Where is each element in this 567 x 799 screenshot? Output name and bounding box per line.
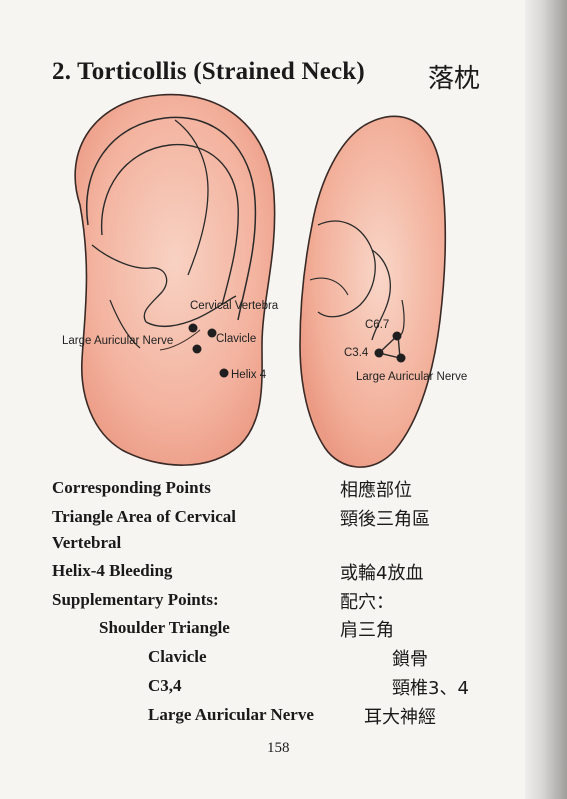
point-en-triangle-area: Triangle Area of Cervical <box>52 507 236 526</box>
right-ear-back-view <box>299 115 447 468</box>
page-number: 158 <box>267 740 290 756</box>
point-en-shoulder-triangle: Shoulder Triangle <box>99 618 230 637</box>
large-auricular-nerve-point-right <box>396 353 406 363</box>
page-title: 2. Torticollis (Strained Neck) <box>52 58 365 85</box>
label-cervical-vertebra: Cervical Vertebra <box>190 300 279 312</box>
point-en-large-auricular-nerve: Large Auricular Nerve <box>148 705 314 724</box>
c34-point <box>374 348 384 358</box>
point-cn-supplementary: 配穴： <box>340 592 394 613</box>
c67-point <box>392 331 402 341</box>
helix-4-point <box>219 368 229 378</box>
point-cn-clavicle: 鎖骨 <box>392 649 428 670</box>
point-en-c34: C3,4 <box>148 676 182 695</box>
label-clavicle: Clavicle <box>216 333 256 345</box>
point-cn-c34: 頸椎3、4 <box>392 678 469 699</box>
point-cn-helix4-bleeding: 或輪4放血 <box>340 563 424 584</box>
label-helix-4: Helix 4 <box>231 369 267 381</box>
point-en-vertebral: Vertebral <box>52 533 122 552</box>
label-c67: C6.7 <box>365 319 389 331</box>
clavicle-point <box>207 328 217 338</box>
label-large-auricular-nerve-right: Large Auricular Nerve <box>356 371 467 383</box>
large-auricular-nerve-point-left <box>192 344 202 354</box>
point-en-clavicle: Clavicle <box>148 647 207 666</box>
cervical-vertebra-point <box>188 323 198 333</box>
page-title-chinese: 落枕 <box>428 64 481 94</box>
point-cn-corresponding: 相應部位 <box>340 480 412 501</box>
label-large-auricular-nerve-left: Large Auricular Nerve <box>62 335 173 347</box>
point-cn-triangle-area: 頸後三角區 <box>340 509 430 530</box>
point-cn-large-auricular-nerve: 耳大神經 <box>364 707 436 728</box>
point-en-corresponding: Corresponding Points <box>52 478 211 497</box>
label-c34: C3.4 <box>344 347 369 359</box>
point-en-helix4-bleeding: Helix-4 Bleeding <box>52 561 173 580</box>
page-edge-shadow <box>525 0 567 799</box>
ear-diagram: Cervical Vertebra Large Auricular Nerve … <box>62 93 467 468</box>
left-ear-front-view <box>74 93 276 466</box>
point-en-supplementary: Supplementary Points: <box>52 590 219 609</box>
point-cn-shoulder-triangle: 肩三角 <box>340 620 394 641</box>
